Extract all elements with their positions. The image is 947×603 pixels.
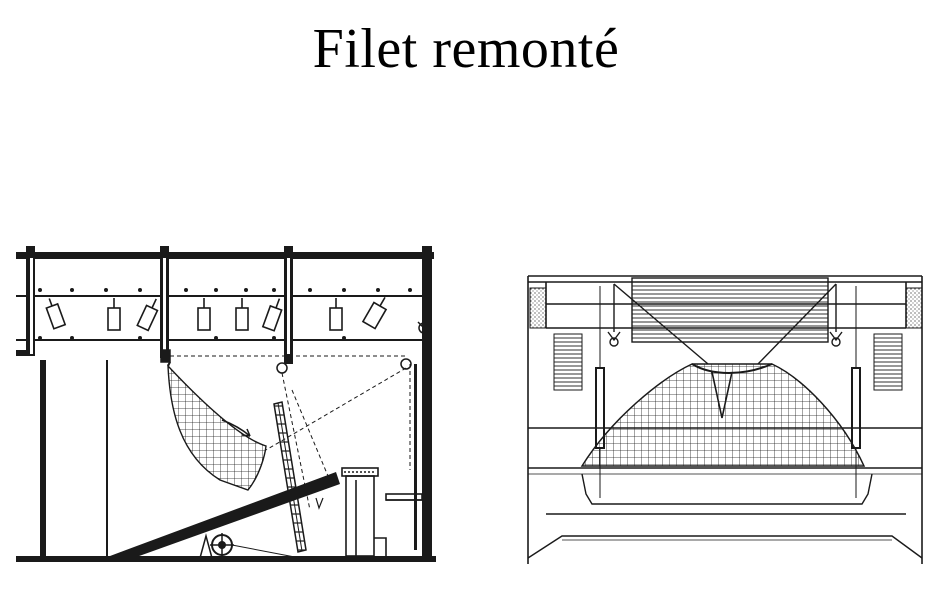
fly-grille bbox=[631, 277, 829, 343]
ceiling-frame bbox=[16, 246, 434, 556]
rope-lines bbox=[170, 355, 411, 511]
front-elevation-diagram bbox=[527, 275, 923, 564]
direction-arrow bbox=[221, 419, 324, 510]
spotlight-row bbox=[45, 296, 388, 332]
ramp bbox=[110, 472, 340, 560]
stage-walls bbox=[16, 360, 436, 562]
raised-net bbox=[580, 363, 866, 467]
raised-net bbox=[167, 361, 267, 491]
ladder bbox=[273, 401, 307, 553]
side-shutters bbox=[553, 333, 903, 391]
stage-floor bbox=[527, 473, 923, 559]
stone-blocks bbox=[529, 287, 923, 329]
control-booth bbox=[341, 467, 423, 557]
page-title: Filet remonté bbox=[312, 18, 620, 80]
wall-bracket bbox=[417, 321, 431, 335]
side-section-diagram bbox=[16, 246, 436, 562]
